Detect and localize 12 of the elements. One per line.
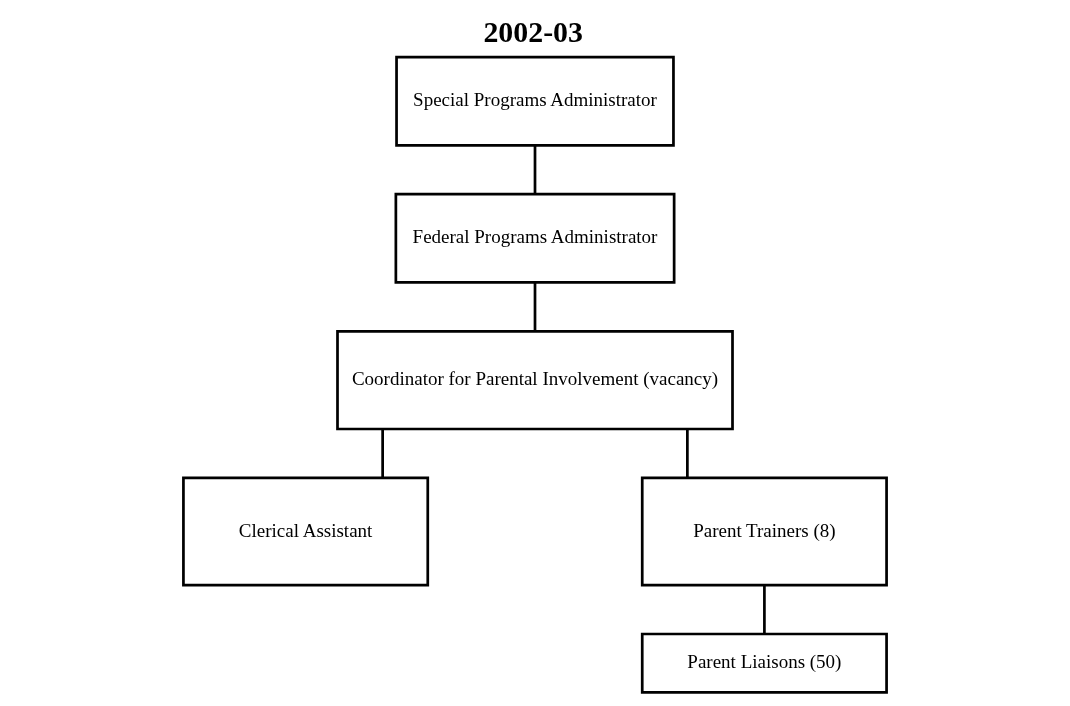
node-box: Parent Liaisons (50) [640, 632, 888, 694]
connector [533, 145, 537, 194]
connector [381, 429, 384, 478]
node-box: Parent Trainers (8) [640, 476, 888, 587]
node-box: Coordinator for Parental Involvement (vacancy) [336, 329, 734, 431]
node-box: Clerical Assistant [182, 476, 430, 587]
connector [686, 429, 689, 478]
connector [763, 585, 766, 634]
node-box: Special Programs Administrator [395, 55, 675, 147]
diagram-title: 2002-03 [483, 14, 583, 48]
connector [533, 282, 537, 331]
node-box: Federal Programs Administrator [394, 192, 676, 284]
